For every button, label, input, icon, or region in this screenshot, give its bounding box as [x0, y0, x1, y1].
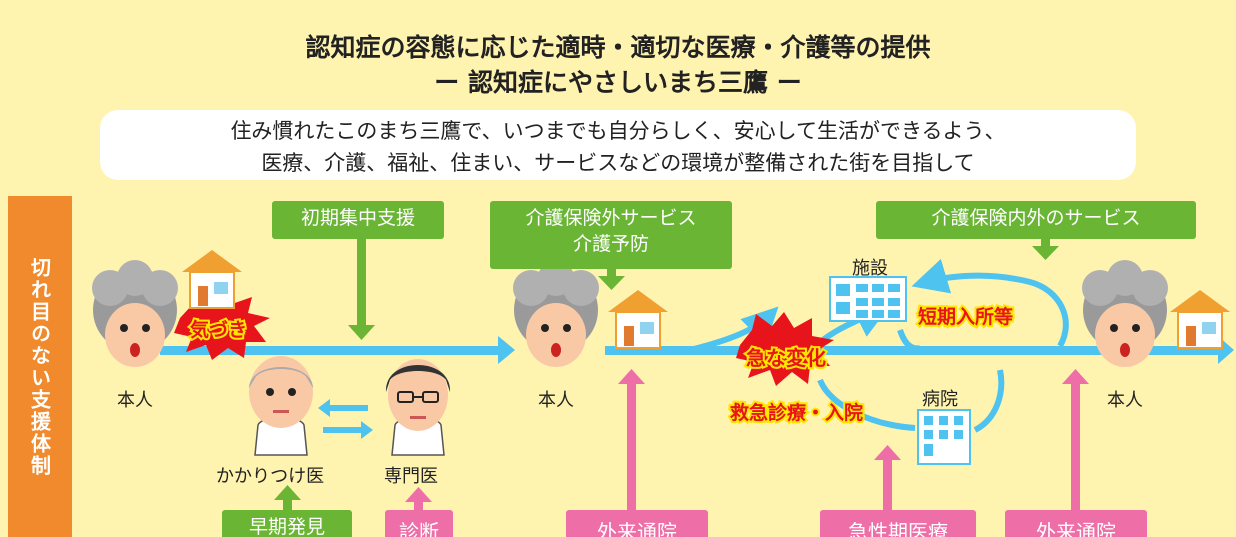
tag-acute-care: 急性期医療 — [820, 510, 976, 537]
pink-up-arrows — [405, 369, 1089, 512]
tag-diagnosis: 診断 — [385, 510, 453, 537]
tag-inside-outside-insurance: 介護保険内外のサービス — [876, 201, 1196, 239]
person-3-label: 本人 — [1107, 390, 1143, 411]
hospital-building-icon — [917, 409, 971, 465]
emergency-text: 救急診療・入院 — [728, 400, 865, 426]
tag-outpatient-1: 外来通院 — [566, 510, 708, 537]
family-doctor-figure — [249, 356, 313, 456]
tag-outpatient-2: 外来通院 — [1005, 510, 1147, 537]
main-title: 認知症の容態に応じた適時・適切な医療・介護等の提供 — [305, 33, 931, 62]
tag-outside-insurance: 介護保険外サービス 介護予防 — [490, 201, 732, 269]
person-1-label: 本人 — [117, 390, 153, 411]
house-icon — [182, 250, 242, 309]
person-3-figure — [1082, 260, 1168, 367]
tag-initial-support: 初期集中支援 — [272, 201, 444, 239]
green-down-arrows — [348, 238, 1059, 340]
specialist-figure — [385, 359, 451, 456]
person-1-figure — [92, 260, 178, 367]
sub-title: ー 認知症にやさしいまち三鷹 ー — [434, 68, 802, 97]
green-up-arrow — [274, 485, 301, 510]
house-icon — [608, 290, 668, 349]
hospital-label: 病院 — [922, 389, 958, 410]
facility-building-icon — [829, 276, 907, 322]
tag-early-detection: 早期発見 — [222, 510, 352, 537]
vision-banner: 住み慣れたこのまち三鷹で、いつまでも自分らしく、安心して生活ができるよう、 医療… — [100, 110, 1136, 180]
person-2-figure — [513, 260, 599, 367]
vision-line-2: 医療、介護、福祉、住まい、サービスなどの環境が整備された街を目指して — [261, 151, 975, 175]
family-doctor-label: かかりつけ医 — [216, 466, 325, 487]
vision-line-1: 住み慣れたこのまち三鷹で、いつまでも自分らしく、安心して生活ができるよう、 — [230, 119, 1006, 143]
sudden-change-text: 急な変化 — [744, 344, 828, 372]
tag-outside-insurance-line-1: 介護保険外サービス — [525, 207, 697, 229]
specialist-label: 専門医 — [384, 466, 438, 487]
side-label: 切れ目のない支援体制 — [8, 196, 72, 537]
notice-text: 気づき — [188, 317, 249, 343]
sudden-change-burst — [736, 312, 834, 386]
short-stay-text: 短期入所等 — [916, 304, 1015, 330]
house-icon — [1170, 290, 1230, 349]
consultation-arrows — [318, 399, 373, 439]
facility-label: 施設 — [852, 258, 888, 279]
person-2-label: 本人 — [538, 390, 574, 411]
tag-outside-insurance-line-2: 介護予防 — [572, 233, 649, 255]
